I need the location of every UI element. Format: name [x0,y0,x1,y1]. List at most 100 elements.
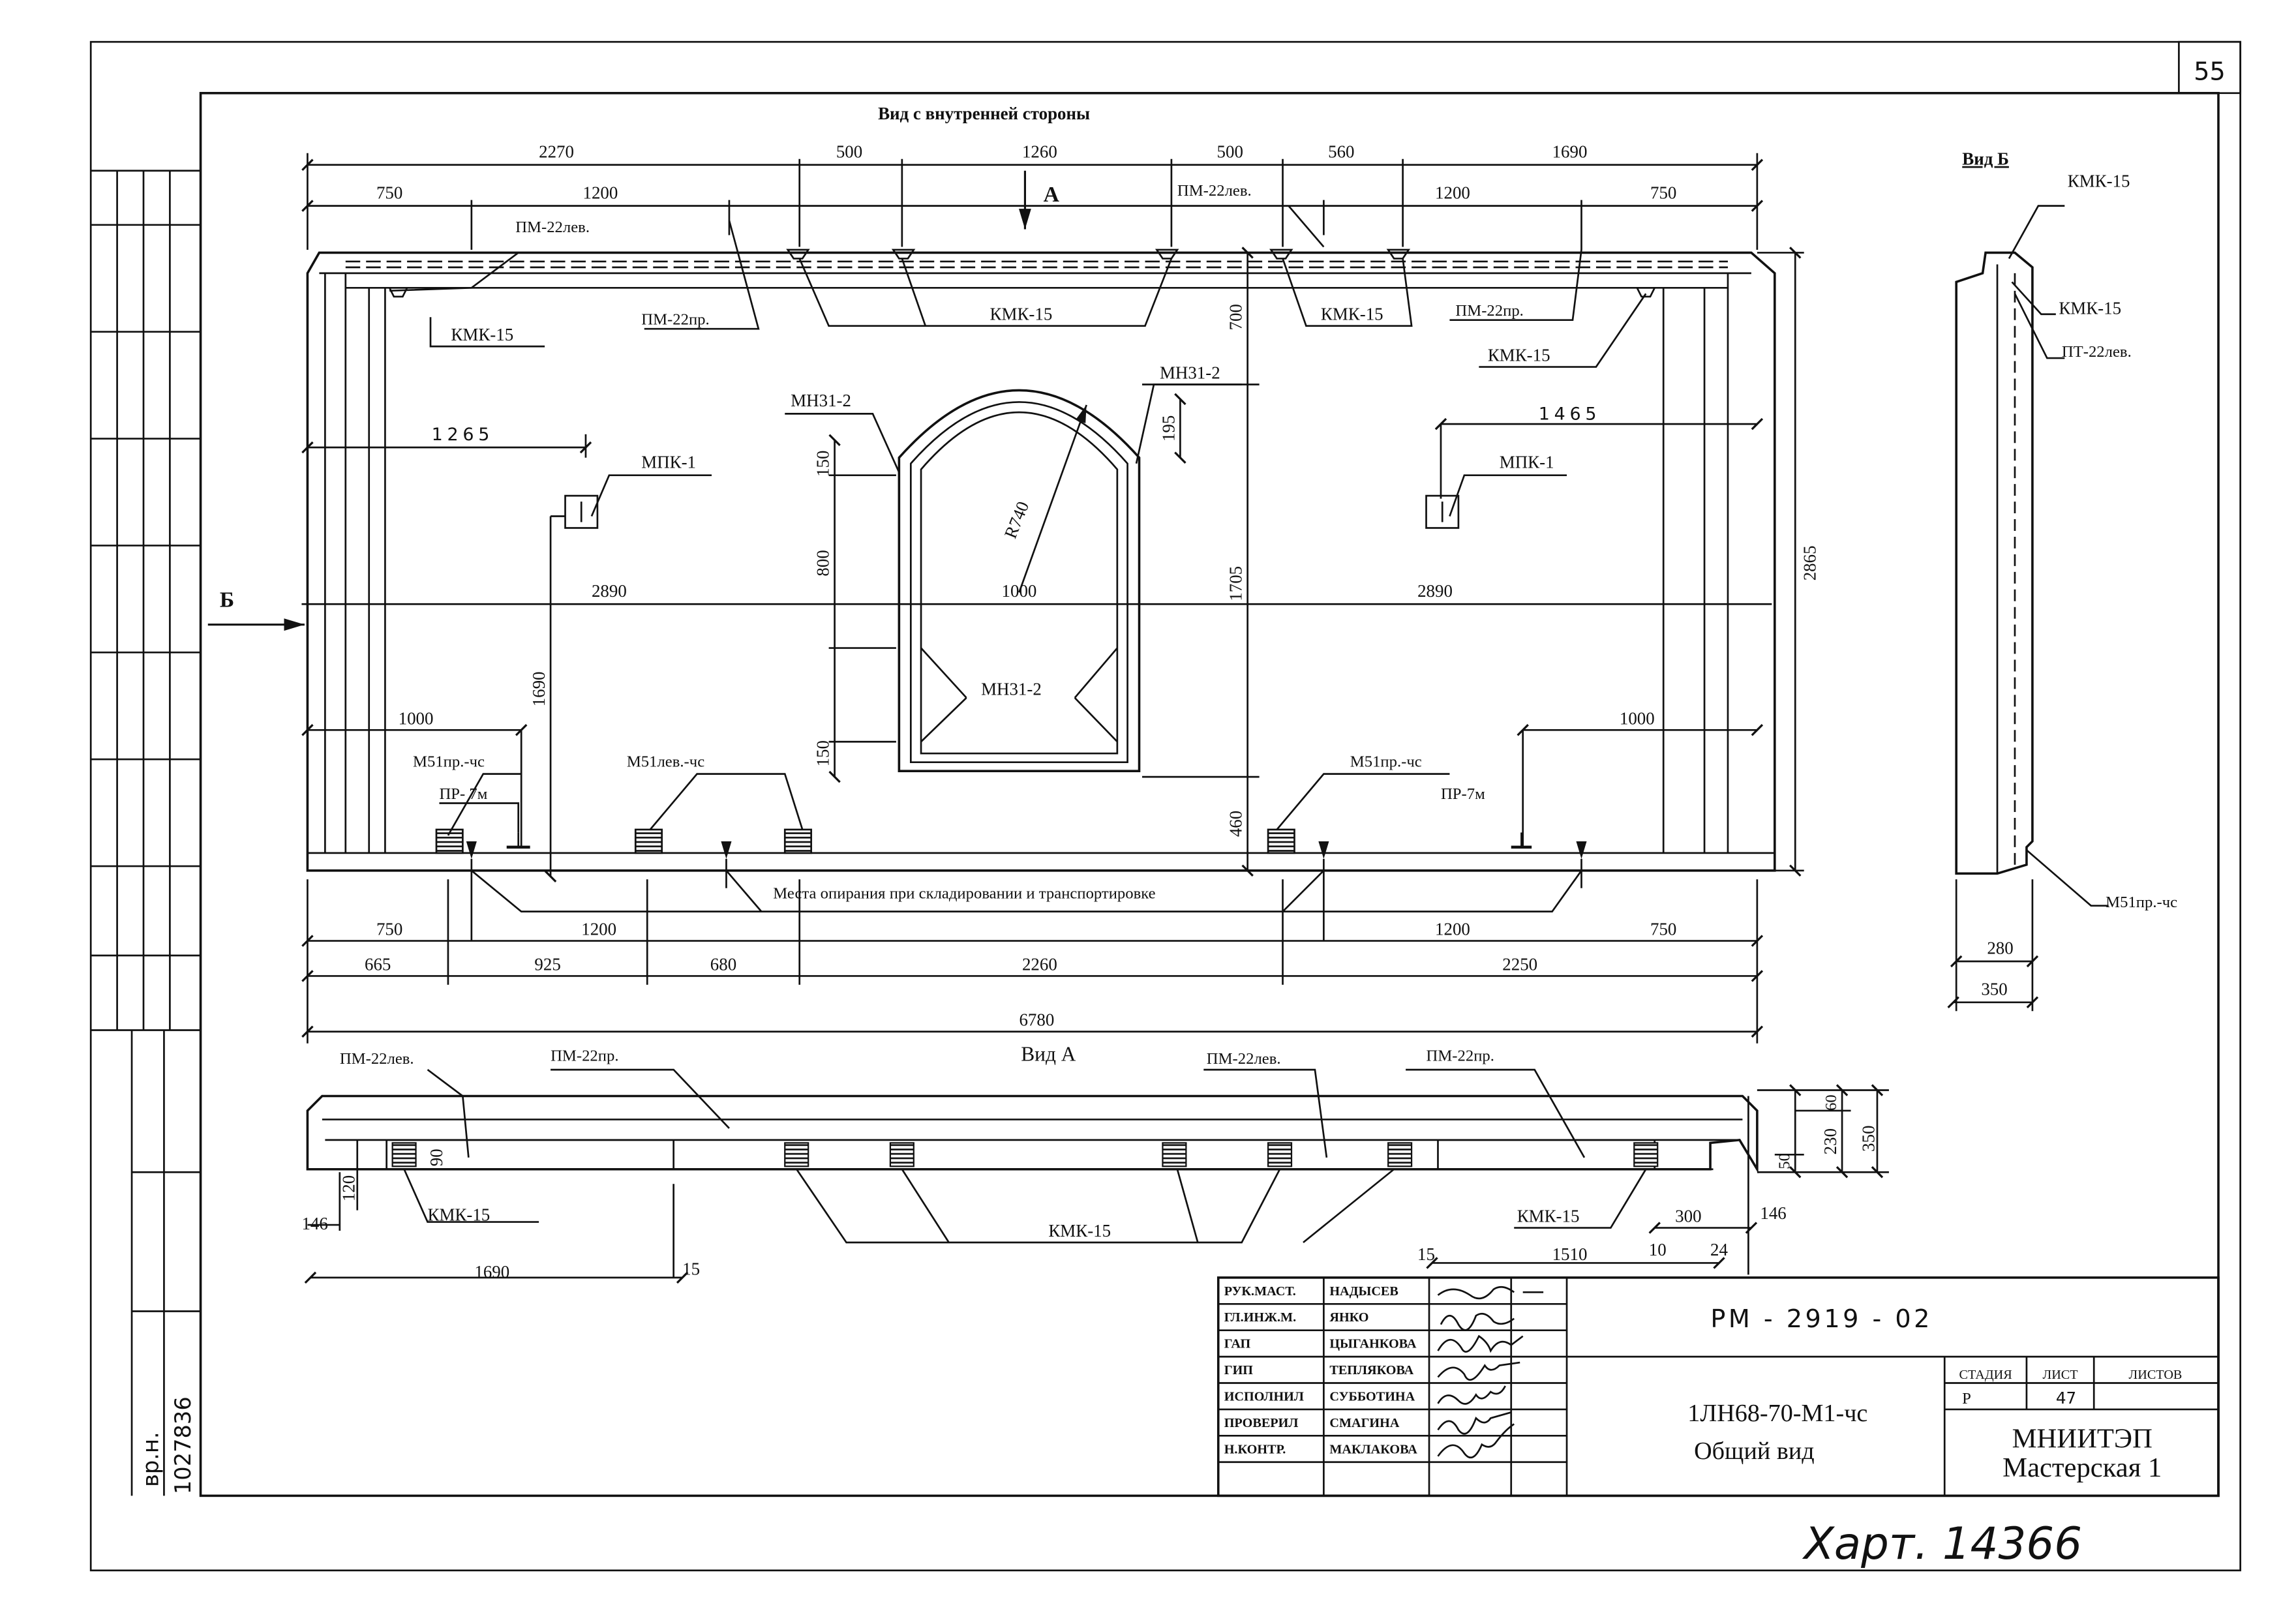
doc-code: РМ - 2919 - 02 [1710,1304,1933,1333]
view-b-dim-280: 280 [1987,939,2013,958]
signatures [1437,1286,1544,1459]
label-pr7m-left: ПР- 7м [439,785,487,803]
view-b-kmk15-b: КМК-15 [2059,299,2121,318]
view-a-dim-90: 90 [427,1149,446,1166]
view-b-title: Вид Б [1962,149,2009,169]
dim-665: 665 [365,954,391,974]
dim-2865: 2865 [1800,545,1820,580]
view-a-pm22pr-right: ПМ-22пр. [1427,1047,1494,1065]
dim-2270: 2270 [539,142,574,162]
dim-500-b: 500 [1217,142,1243,162]
label-mn312-center: МН31-2 [981,679,1042,699]
main-view-title: Вид с внутренней стороны [878,104,1090,123]
dim-2260: 2260 [1022,954,1057,974]
view-a-dim-146-right: 146 [1760,1203,1786,1223]
outer-frame [89,40,2242,1572]
dim-6780: 6780 [1019,1010,1054,1030]
view-a-dim-146-left: 146 [301,1214,327,1233]
label-mpk1-right: МПК-1 [1500,452,1554,472]
window-outline [898,389,1141,772]
dim-1200-tr: 1200 [1435,183,1470,202]
view-a-dim-50: 50 [1775,1153,1793,1169]
dim-2890-right: 2890 [1417,581,1453,601]
dim-1690: 1690 [1552,142,1588,162]
role-5: ПРОВЕРИЛ [1224,1416,1299,1430]
dim-750-tl: 750 [376,183,402,202]
name-2: ЦЫГАНКОВА [1329,1337,1416,1351]
name-4: СУББОТИНА [1329,1389,1415,1404]
main-callouts: ПМ-22лев. ПМ-22лев. ПМ-22пр. ПМ-22пр. КМ… [413,182,1554,903]
m51-anchors [435,828,1295,854]
dim-1705: 1705 [1226,566,1246,601]
dim-750-bl: 750 [376,920,402,939]
label-mpk1-left: МПК-1 [641,452,696,472]
window-inner [909,401,1128,764]
main-dimension-labels: 2270 500 1260 500 560 1690 750 1200 1200… [220,142,1820,1030]
view-arrow-a: А [1044,183,1060,207]
view-a-dim-350: 350 [1858,1125,1878,1151]
dim-2250: 2250 [1502,954,1537,974]
label-pm22pr-left: ПМ-22пр. [641,310,709,328]
dim-1690-left: 1690 [529,672,549,707]
label-m51lev: М51лев.-чс [627,753,704,770]
label-kmk15-a: КМК-15 [451,325,513,344]
view-a-dim-10: 10 [1649,1240,1667,1259]
role-0: РУК.МАСТ. [1224,1284,1296,1299]
dim-195: 195 [1158,415,1178,442]
dim-1000-window: 1000 [1002,581,1037,601]
view-a-pm22lev-right: ПМ-22лев. [1207,1050,1281,1068]
view-b-m51pr: М51пр.-чс [2106,894,2177,911]
view-a-kmk15-center: КМК-15 [1048,1221,1111,1241]
dim-560: 560 [1328,142,1354,162]
dim-700: 700 [1226,304,1246,330]
label-kmk15-c: КМК-15 [1321,305,1383,324]
dim-r740: R740 [1001,498,1033,541]
view-a-dim-60: 60 [1822,1094,1840,1111]
dim-1465: 1465 [1539,404,1601,424]
view-a-title: Вид А [1021,1043,1076,1066]
dim-1000-right: 1000 [1620,708,1655,728]
label-m51pr-left: М51пр.-чс [413,753,485,770]
page-number: 55 [2194,57,2226,86]
label-mn312-left: МН31-2 [791,391,851,410]
label-support-points: Места опирания при складировании и транс… [773,884,1155,902]
role-3: ГИП [1224,1363,1254,1377]
dim-1200-bl: 1200 [581,920,616,939]
view-a-dim-300: 300 [1675,1207,1701,1226]
view-a: Вид А [301,1043,1889,1284]
dim-460: 460 [1226,811,1246,837]
view-a-kmk-fittings [391,1142,1659,1167]
inner-frame [199,91,2220,1497]
view-b-pt22lev: ПТ-22лев. [2062,343,2132,361]
stage-value: Р [1962,1390,1971,1407]
sheet-label: ЛИСТ [2043,1368,2078,1382]
label-pm22pr-right: ПМ-22пр. [1455,302,1523,320]
org-name: МНИИТЭП [2012,1423,2152,1454]
view-arrow-b: Б [220,588,234,612]
label-pm22lev-right: ПМ-22лев. [1177,182,1252,200]
margin-note-1: вр.н. [138,1432,163,1487]
mpk1-left [564,494,599,529]
view-name: Общий вид [1694,1437,1815,1465]
margin-note-2: 1027836 [170,1396,196,1494]
role-4: ИСПОЛНИЛ [1224,1389,1304,1404]
dim-150-bottom: 150 [813,740,833,766]
dim-150-top: 150 [813,451,833,477]
view-b: Вид Б КМК-15 КМК-15 ПТ-22лев. М51пр.-чс … [1947,149,2177,1012]
sheet-number: 47 [2056,1389,2076,1407]
dim-925: 925 [534,954,560,974]
view-b-dim-350: 350 [1981,980,2007,999]
dim-2890-left: 2890 [592,581,627,601]
name-6: МАКЛАКОВА [1329,1442,1417,1456]
view-a-dim-15-right: 15 [1417,1244,1435,1264]
view-a-dim-230: 230 [1820,1128,1840,1154]
label-kmk15-b: КМК-15 [990,305,1053,324]
archive-note: Харт. 14366 [1802,1518,2082,1569]
name-3: ТЕПЛЯКОВА [1329,1363,1413,1377]
label-mn312-right: МН31-2 [1160,363,1220,383]
label-kmk15-d: КМК-15 [1488,346,1550,365]
role-1: ГЛ.ИНЖ.М. [1224,1310,1296,1325]
dim-680: 680 [710,954,736,974]
view-a-dim-120: 120 [339,1175,358,1201]
